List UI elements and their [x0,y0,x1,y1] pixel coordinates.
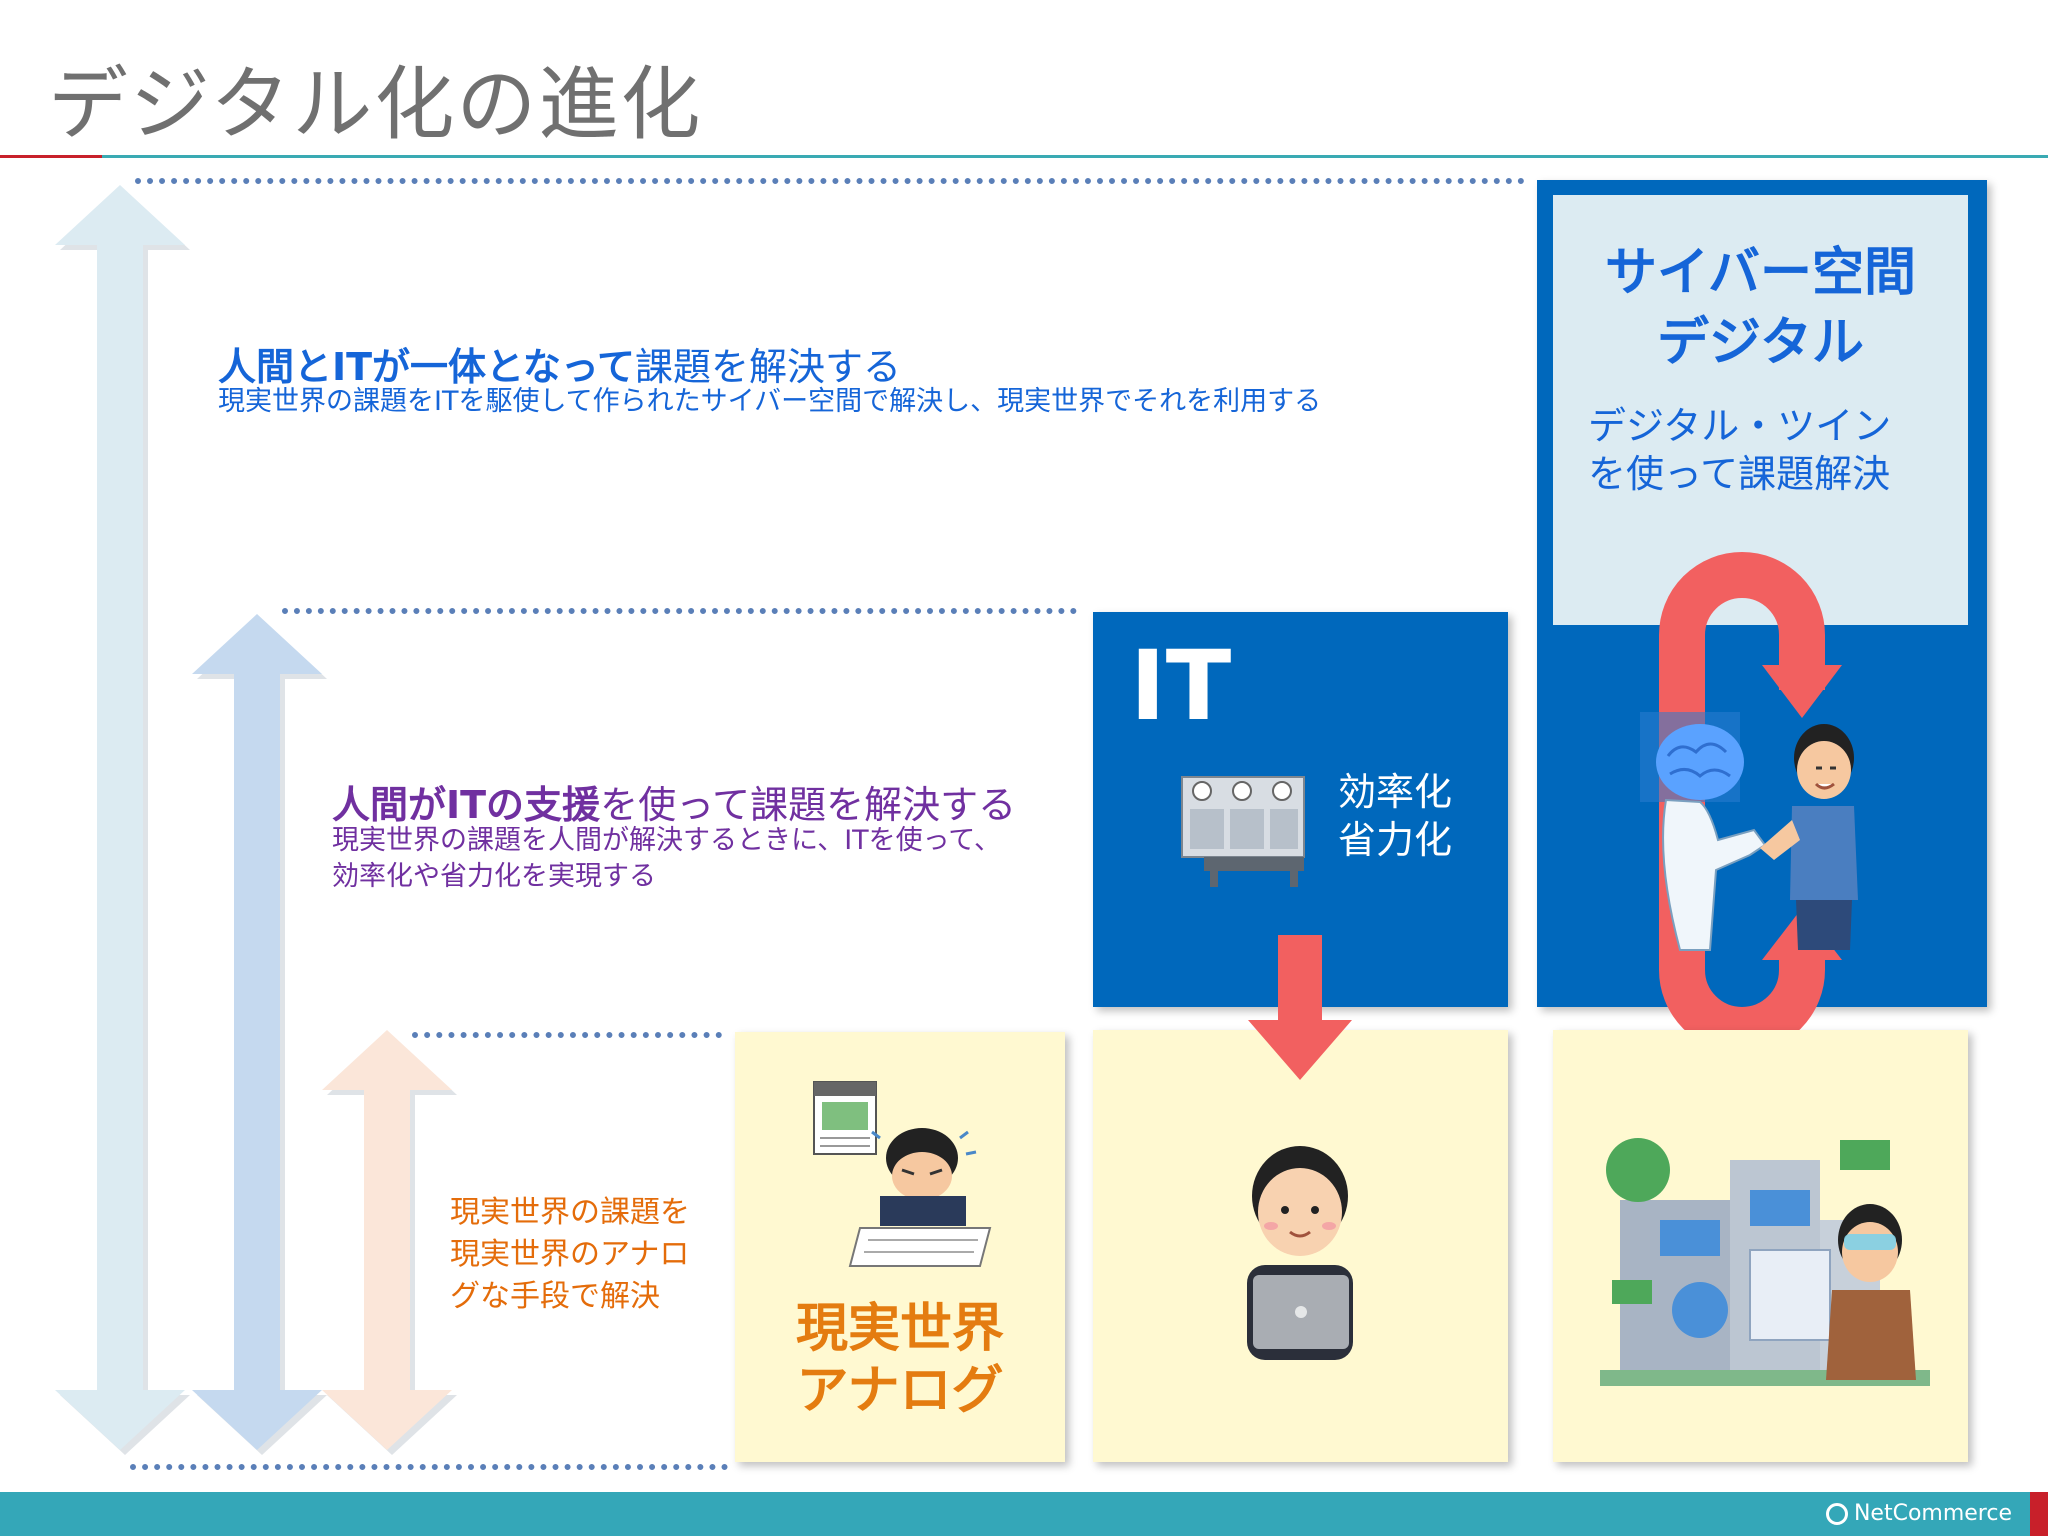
it-caption: 効率化 省力化 [1338,768,1452,864]
bottom-level-line2: 現実世界のアナロ [450,1237,690,1272]
title-underline [0,155,2048,158]
middle-level-description-line1: 現実世界の課題を人間が解決するときに、ITを使って、 [332,825,1001,856]
server-machine-icon [1181,776,1305,887]
bottom-level-range-arrow [322,1030,457,1455]
robot-handshake-illustration [1640,712,1858,951]
it-caption-line2: 省力化 [1338,818,1453,862]
top-level-range-arrow [55,185,190,1455]
cyber-title-line2: デジタル [1657,313,1864,373]
top-level-heading-bold: 人間とITが一体となって [218,345,636,389]
middle-level-heading-bold: 人間がITの支援 [332,783,601,827]
it-panel-title: IT [1130,630,1232,742]
digital-twin-city-illustration [1600,1138,1930,1386]
cyber-title-box [1553,195,1968,625]
top-level-description: 現実世界の課題をITを駆使して作られたサイバー空間で解決し、現実世界でそれを利用… [218,386,1322,417]
middle-level-heading: 人間がITの支援を使って課題を解決する [332,774,1016,829]
slide-title: デジタル化の進化 [48,58,703,151]
bottom-level-line [412,1032,722,1038]
footer-logo-text: NetCommerce [1853,1501,2012,1526]
analog-title-line1: 現実世界 [795,1299,1004,1359]
footer-bar [0,1492,2048,1536]
office-worker-laptop-illustration [1247,1146,1353,1360]
middle-level-line [282,608,1077,614]
cyber-caption: デジタル・ツイン を使って課題解決 [1588,402,1891,498]
calendar-icon [813,1081,877,1155]
analog-title: 現実世界 アナログ [735,1298,1065,1422]
top-level-heading-rest: 課題を解決する [635,345,902,389]
middle-level-heading-rest: を使って課題を解決する [600,783,1017,827]
cyber-caption-line2: を使って課題解決 [1588,452,1891,496]
middle-level-range-arrow [192,614,327,1455]
cyber-title-line1: サイバー空間 [1605,243,1916,303]
stressed-worker-illustration [813,1081,992,1267]
cyber-caption-line1: デジタル・ツイン [1588,404,1892,448]
baseline-line [130,1464,728,1470]
title-underline-accent [0,155,102,158]
bottom-level-line1: 現実世界の課題を [450,1195,690,1230]
analog-title-line2: アナログ [796,1361,1004,1421]
footer-logo: NetCommerce [1825,1501,2012,1526]
middle-level-description-line2: 効率化や省力化を実現する [332,861,656,892]
netcommerce-logo-icon [1825,1503,1848,1525]
top-level-heading: 人間とITが一体となって課題を解決する [218,336,901,391]
it-down-arrow [1248,935,1352,1080]
top-level-line [135,178,1525,184]
bottom-level-line3: グな手段で解決 [450,1279,660,1314]
footer-accent [2030,1492,2048,1536]
it-caption-line1: 効率化 [1338,770,1453,814]
cyber-title: サイバー空間 デジタル [1553,238,1968,378]
